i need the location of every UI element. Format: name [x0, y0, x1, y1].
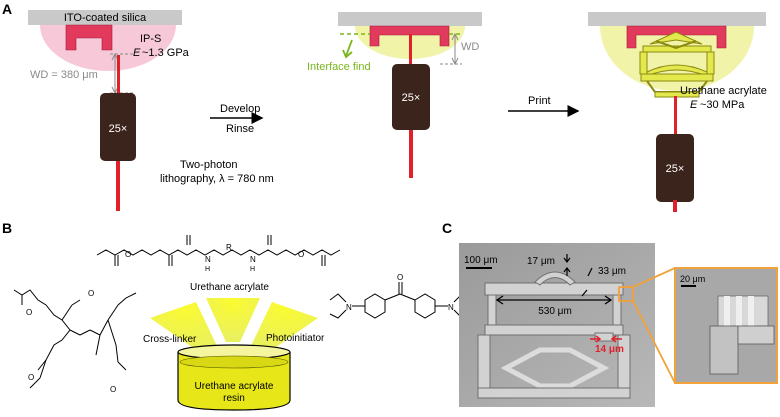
dim-14-label: 14 μm: [595, 344, 624, 355]
panel-b: B O N H R N H O: [2, 220, 471, 411]
atom-o-4: O: [88, 289, 94, 298]
print-label: Print: [528, 95, 551, 107]
ips-modulus: ~1.3 GPa: [142, 47, 190, 59]
ips-frame: [626, 25, 727, 49]
funnels: [150, 298, 318, 354]
step-arrow-print: Print: [508, 95, 580, 117]
written-structure: [65, 24, 113, 51]
resin-beaker: [177, 344, 291, 411]
atom-n-3: N: [346, 303, 352, 312]
panel-c-label: C: [442, 220, 452, 236]
developed-structure: [369, 25, 450, 47]
dim-530-label: 530 μm: [538, 306, 572, 317]
atom-o-2: O: [298, 250, 304, 259]
substrate-slide: [28, 10, 182, 25]
urethane-resin-drop-3: [600, 26, 754, 91]
objective-lens: [100, 93, 136, 161]
cross-linker-funnel: [150, 302, 218, 354]
rinse-label: Rinse: [226, 123, 254, 135]
substrate-label: ITO-coated silica: [64, 12, 147, 24]
objective-lens-2: [392, 64, 430, 130]
stage-3: Urethane acrylate E ~30 MPa 25×: [588, 12, 767, 212]
panel-b-label: B: [2, 220, 12, 236]
atom-o-3: O: [26, 308, 32, 317]
laser-beam-top: [117, 55, 120, 95]
interface-find-label: Interface find: [307, 61, 371, 73]
objective-lens-3: [656, 134, 694, 202]
wd-short-label: WD: [461, 41, 479, 53]
cross-linker-molecule: [13, 289, 137, 389]
zoom-region-box: [618, 286, 634, 302]
laser-beam-3: [674, 96, 677, 136]
atom-o-1: O: [125, 250, 131, 259]
inset-detail: [709, 295, 775, 375]
panel-a: A ITO-coated silica IP-S E ~1.3 GPa WD =…: [2, 1, 767, 212]
printed-flexure: [639, 31, 715, 98]
substrate-slide-3: [588, 12, 766, 26]
urethane-modulus: ~30 MPa: [700, 99, 745, 111]
objective-label-2: 25×: [402, 92, 421, 104]
scale-100-label: 100 μm: [464, 255, 498, 266]
panel-a-label: A: [2, 1, 12, 17]
urethane-acrylate-molecule: [96, 235, 341, 266]
urethane-funnel: [206, 298, 260, 342]
modulus-symbol: E: [133, 47, 141, 59]
substrate-slide-2: [338, 12, 482, 26]
step-arrow-develop: Develop Rinse: [210, 103, 264, 135]
dim-14-arrows: [590, 335, 622, 343]
urethane-name: Urethane acrylate: [680, 85, 767, 97]
resin-label-1: Urethane acrylate: [195, 381, 274, 392]
sem-structure: [477, 271, 631, 399]
atom-h-2: H: [250, 266, 255, 273]
laser-beam-bottom: [116, 161, 120, 211]
atom-o-7: O: [397, 273, 403, 282]
photoinitiator-molecule: [329, 282, 471, 319]
stage-2: Interface find WD 25×: [307, 12, 482, 178]
atom-n-1: N: [205, 255, 211, 264]
modulus-symbol-2: E: [690, 99, 698, 111]
atom-h-1: H: [205, 266, 210, 273]
atom-o-6: O: [110, 385, 116, 394]
laser-beam-2: [409, 34, 412, 66]
resin-label-2: resin: [223, 393, 245, 404]
method-line-1: Two-photon: [180, 159, 237, 171]
dim-33-label: 33 μm: [598, 266, 626, 277]
cross-linker-label: Cross-linker: [143, 334, 197, 345]
wd-label: WD = 380 μm: [30, 69, 98, 81]
develop-label: Develop: [220, 103, 260, 115]
atom-n-4: N: [448, 303, 454, 312]
atom-n-2: N: [250, 255, 256, 264]
atom-r: R: [226, 243, 232, 252]
objective-label: 25×: [109, 123, 128, 135]
dim-17-label: 17 μm: [527, 256, 555, 267]
atom-o-5: O: [28, 373, 34, 382]
photoinitiator-label: Photoinitiator: [266, 333, 325, 344]
scale-20-label: 20 μm: [680, 274, 705, 284]
method-line-2: lithography, λ = 780 nm: [160, 173, 274, 185]
stage-1: ITO-coated silica IP-S E ~1.3 GPa WD = 3…: [28, 10, 274, 211]
objective-label-3: 25×: [666, 163, 685, 175]
panel-c: C 100 μm 17 μm 33 μm 530 μm 1: [442, 220, 778, 407]
urethane-label: Urethane acrylate: [190, 282, 269, 293]
photoinitiator-funnel: [250, 302, 318, 354]
ips-name: IP-S: [140, 33, 161, 45]
